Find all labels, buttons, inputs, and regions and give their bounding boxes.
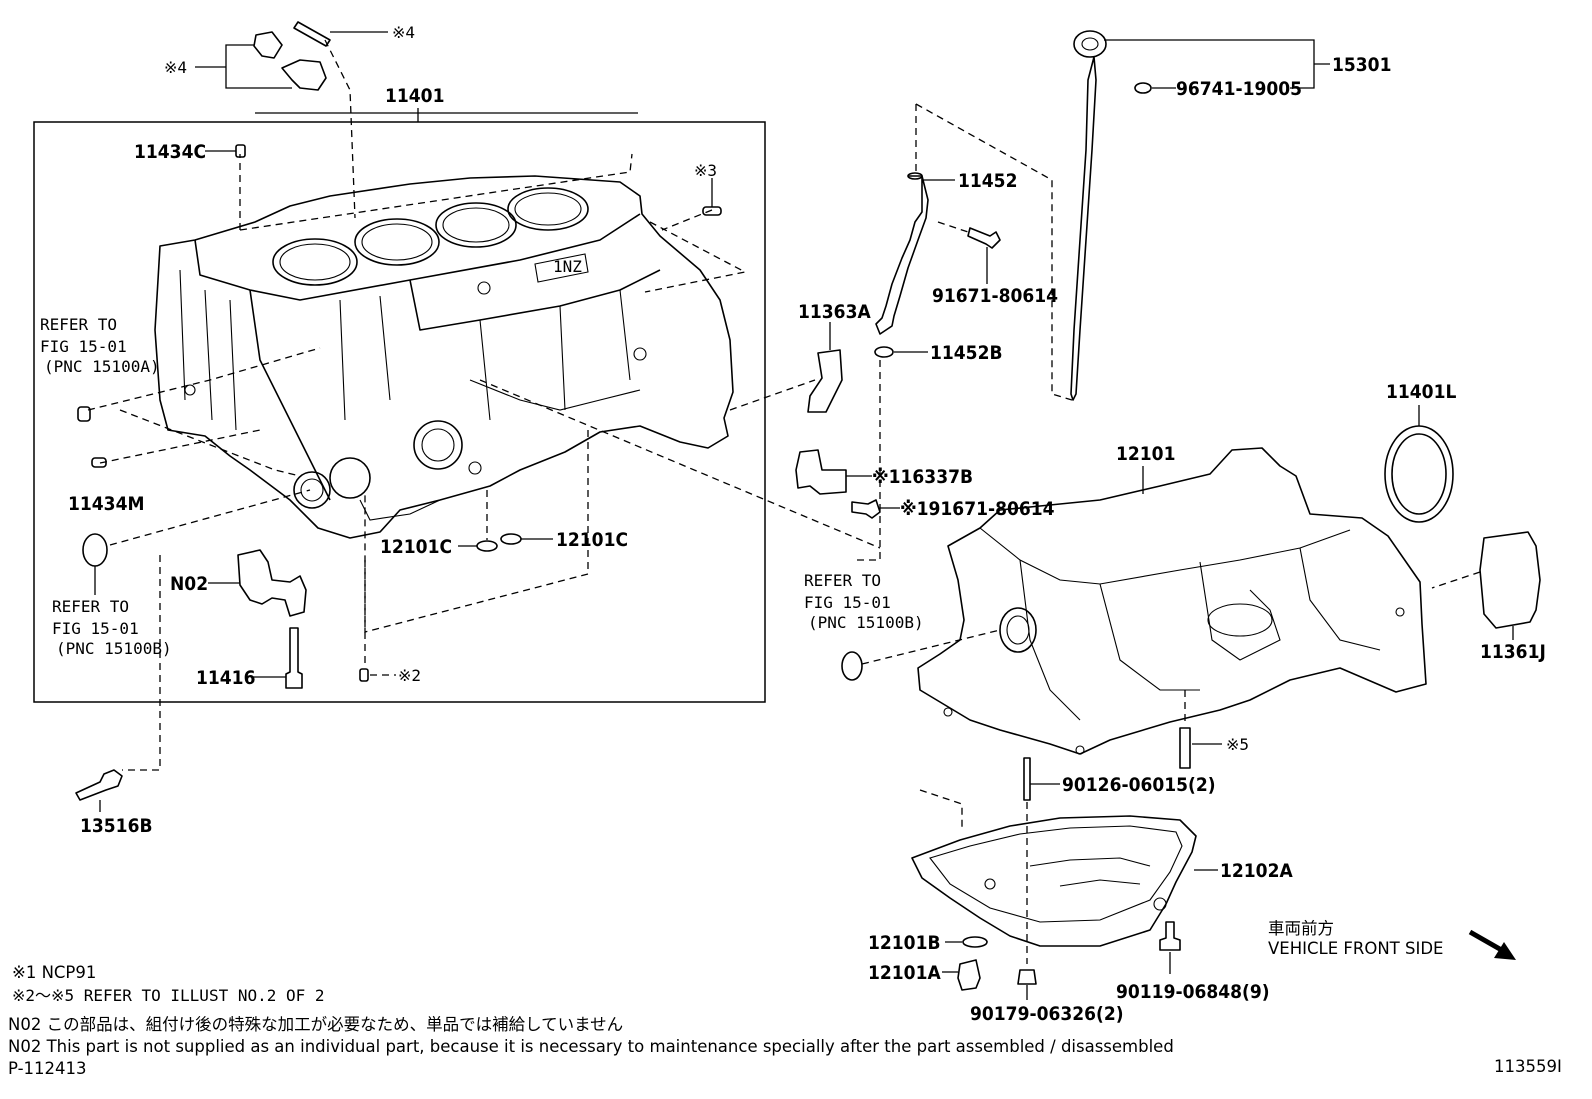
label-90179-06326[interactable]: 90179-06326(2): [970, 1003, 1124, 1025]
label-mark4-a[interactable]: ※4: [392, 23, 415, 42]
front-label-jp: 車両前方: [1268, 919, 1334, 938]
label-96741-19005[interactable]: 96741-19005: [1176, 78, 1302, 100]
note-1: ※1 NCP91: [12, 963, 96, 982]
cylinder-block-drawing[interactable]: 1NZ: [154, 175, 734, 539]
label-12101a[interactable]: 12101A: [868, 962, 941, 984]
label-16337b[interactable]: ※116337B: [872, 466, 973, 488]
label-12101[interactable]: 12101: [1116, 443, 1175, 465]
ref3-line2[interactable]: FIG 15-01: [804, 593, 891, 612]
label-12101c-a[interactable]: 12101C: [380, 536, 452, 558]
note-2: ※2～※5 REFER TO ILLUST NO.2 OF 2: [12, 986, 325, 1005]
illustration-id: 113559I: [1494, 1057, 1562, 1076]
front-arrow-icon: [1468, 929, 1516, 960]
ref1-line3: (PNC 15100A): [44, 357, 160, 376]
label-mark5[interactable]: ※5: [1226, 735, 1249, 754]
label-11363a[interactable]: 11363A: [798, 301, 871, 323]
label-13516b[interactable]: 13516B: [80, 815, 153, 837]
label-11434c[interactable]: 11434C: [134, 141, 206, 163]
ref2-line1[interactable]: REFER TO: [52, 597, 129, 616]
label-90119-06848[interactable]: 90119-06848(9): [1116, 981, 1270, 1003]
label-12101c-b[interactable]: 12101C: [556, 529, 628, 551]
oil-pan-lower-drawing[interactable]: [911, 815, 1197, 947]
label-11434m[interactable]: 11434M: [68, 493, 144, 515]
label-11452[interactable]: 11452: [958, 170, 1017, 192]
front-label-en: VEHICLE FRONT SIDE: [1268, 939, 1443, 958]
ref1-line2[interactable]: FIG 15-01: [40, 337, 127, 356]
label-15301[interactable]: 15301: [1332, 54, 1391, 76]
ref3-line3: (PNC 15100B): [808, 613, 924, 632]
block-group-box: [33, 121, 766, 703]
label-11401l[interactable]: 11401L: [1386, 381, 1456, 403]
label-n02[interactable]: N02: [170, 573, 208, 595]
label-91671-80614[interactable]: 91671-80614: [932, 285, 1058, 307]
ref2-line2[interactable]: FIG 15-01: [52, 619, 139, 638]
label-191671-80614[interactable]: ※191671-80614: [900, 498, 1055, 520]
svg-text:1NZ: 1NZ: [553, 257, 582, 276]
label-mark3[interactable]: ※3: [694, 161, 717, 180]
note-5: P-112413: [8, 1059, 87, 1078]
ref2-line3: (PNC 15100B): [56, 639, 172, 658]
label-12102a[interactable]: 12102A: [1220, 860, 1293, 882]
ref3-line1[interactable]: REFER TO: [804, 571, 881, 590]
label-90126-06015[interactable]: 90126-06015(2): [1062, 774, 1216, 796]
label-11401[interactable]: 11401: [385, 85, 444, 107]
label-11416[interactable]: 11416: [196, 667, 255, 689]
ref1-line1[interactable]: REFER TO: [40, 315, 117, 334]
label-11452b[interactable]: 11452B: [930, 342, 1003, 364]
oil-pan-upper-drawing[interactable]: [917, 447, 1427, 755]
label-11361j[interactable]: 11361J: [1480, 641, 1546, 663]
dipstick-drawing[interactable]: [1070, 30, 1107, 401]
label-12101b[interactable]: 12101B: [868, 932, 941, 954]
note-3: N02 この部品は、組付け後の特殊な加工が必要なため、単品では補給していません: [8, 1015, 623, 1034]
label-mark4-b[interactable]: ※4: [164, 58, 187, 77]
label-mark2[interactable]: ※2: [398, 666, 421, 685]
note-4: N02 This part is not supplied as an indi…: [8, 1037, 1174, 1056]
